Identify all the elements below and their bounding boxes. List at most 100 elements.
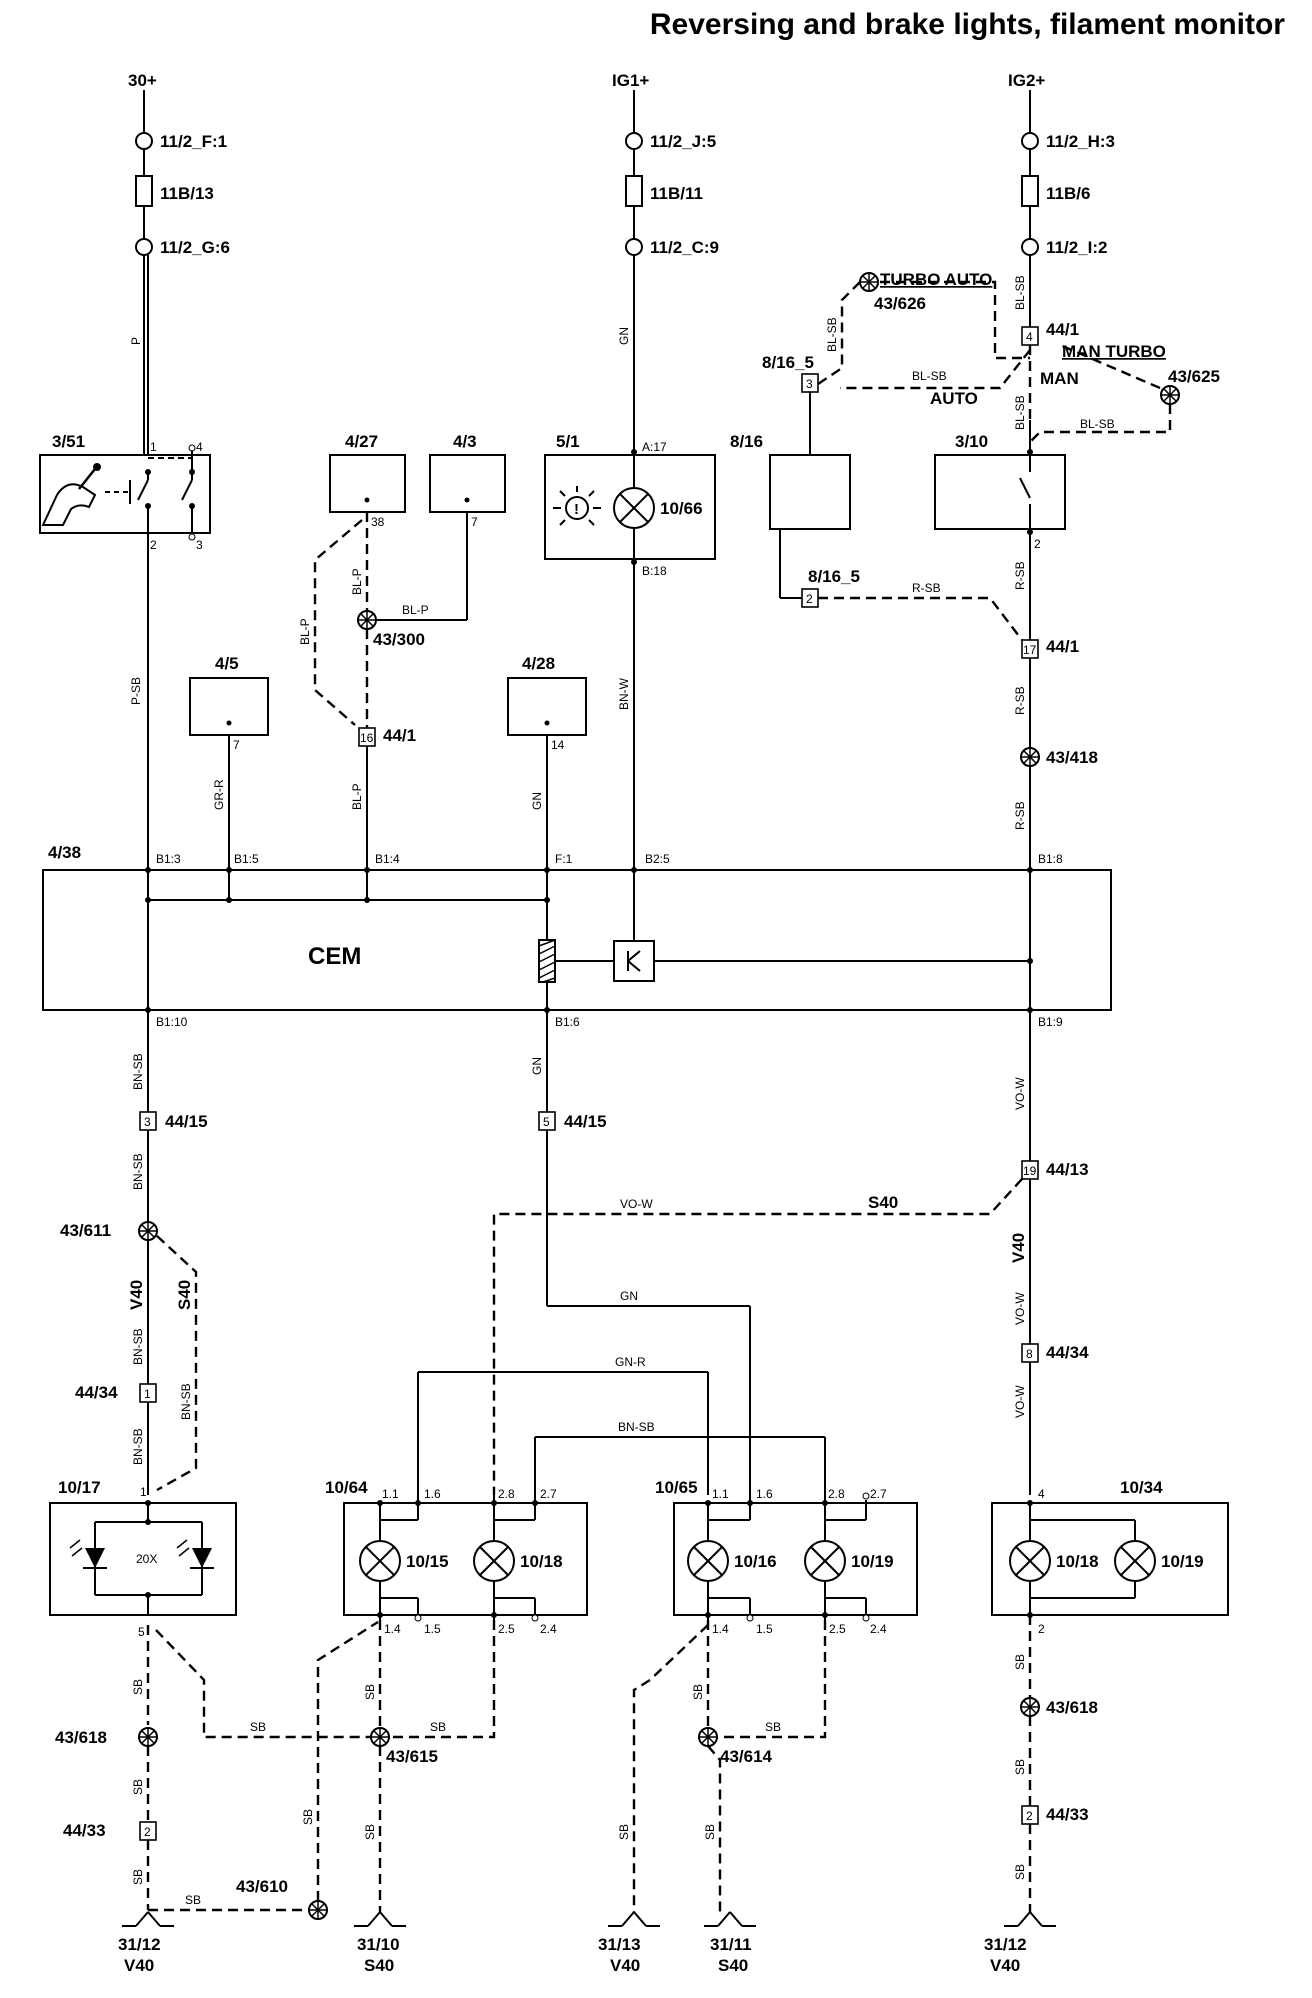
cem-label: CEM: [308, 943, 361, 970]
pin-2: 2: [150, 538, 157, 552]
lamp-10-66-label: 10/66: [660, 499, 703, 518]
led-count-label: 20X: [136, 1552, 157, 1566]
pin-b1-5: B1:5: [234, 852, 259, 866]
wire-bl-sb: BL-SB: [912, 369, 947, 383]
pin-1-4: 1.4: [384, 1622, 401, 1636]
box-num: 19: [1023, 1164, 1037, 1178]
diagram-title: Reversing and brake lights, filament mon…: [650, 8, 1285, 41]
svg-text:!: !: [574, 501, 579, 518]
wire-bn-sb: BN-SB: [131, 1153, 145, 1190]
cem-id-label: 4/38: [48, 843, 81, 862]
box-44-1-label: 44/1: [1046, 637, 1079, 656]
ground-icon: [607, 1911, 661, 1927]
ground-variant: V40: [124, 1956, 154, 1975]
wire-bl-p: BL-P: [350, 783, 364, 810]
box-44-33-label: 44/33: [63, 1821, 106, 1840]
pin-4: 4: [1038, 1487, 1045, 1501]
connector-ring: [135, 132, 153, 150]
m-5-1-label: 5/1: [556, 432, 580, 451]
wire-sb: SB: [131, 1869, 145, 1885]
splice-43-610-label: 43/610: [236, 1877, 288, 1896]
pin-2: 2: [1038, 1622, 1045, 1636]
fuse-11b-6-label: 11B/6: [1046, 184, 1090, 203]
pin-7: 7: [471, 515, 478, 529]
m-4-3-label: 4/3: [453, 432, 477, 451]
pin-1-1: 1.1: [712, 1487, 729, 1501]
variant-auto: AUTO: [930, 389, 978, 408]
wire-bn-sb: BN-SB: [131, 1428, 145, 1465]
pin-1-6: 1.6: [756, 1487, 773, 1501]
wire-gn: GN: [620, 1289, 638, 1303]
wire-bn-w: BN-W: [617, 677, 631, 710]
wire-gr-r: GR-R: [212, 779, 226, 810]
m-10-65-label: 10/65: [655, 1478, 698, 1497]
box-num: 16: [360, 731, 374, 745]
splice-43-614-label: 43/614: [720, 1747, 773, 1766]
ground-31-10: 31/10: [357, 1935, 400, 1954]
pin-2: 2: [1034, 537, 1041, 551]
splice-43-418: [1020, 747, 1040, 767]
wire-gn: GN: [617, 327, 631, 345]
bulb-10-15: [359, 1540, 401, 1582]
splice-43-614: [698, 1727, 718, 1747]
pin-b1-10: B1:10: [156, 1015, 188, 1029]
splice-43-618-label: 43/618: [1046, 1698, 1098, 1717]
box-num: 2: [1026, 1809, 1033, 1823]
module-4-3: [429, 454, 506, 513]
pin-1-1: 1.1: [382, 1487, 399, 1501]
wire-r-sb: R-SB: [1013, 686, 1027, 715]
splice-43-625-label: 43/625: [1168, 367, 1220, 386]
wire-sb: SB: [1013, 1654, 1027, 1670]
wire-gn: GN: [530, 792, 544, 810]
wire-bl-sb: BL-SB: [825, 317, 839, 352]
bulb-10-66: [613, 487, 655, 529]
wire-vo-w: VO-W: [1013, 1077, 1027, 1110]
m-8-16-label: 8/16: [730, 432, 763, 451]
pin-14: 14: [551, 738, 565, 752]
box-8-16-5-label: 8/16_5: [808, 567, 860, 586]
pin-1-6: 1.6: [424, 1487, 441, 1501]
ground-variant: S40: [364, 1956, 394, 1975]
bulb-10-16: [687, 1540, 729, 1582]
pin-2-7: 2.7: [540, 1487, 557, 1501]
pin-1: 1: [150, 440, 157, 454]
ground-icon: [353, 1911, 407, 1927]
lamp-10-18-label: 10/18: [1056, 1552, 1099, 1571]
pin-1-4: 1.4: [712, 1622, 729, 1636]
lamp-10-15-label: 10/15: [406, 1552, 449, 1571]
cem-module: [42, 869, 1112, 1011]
wire-r-sb: R-SB: [1013, 561, 1027, 590]
wire-p-sb: P-SB: [129, 677, 143, 705]
ground-icon: [1003, 1911, 1057, 1927]
lamp-10-18-label: 10/18: [520, 1552, 563, 1571]
pin-5: 5: [138, 1625, 145, 1639]
m-10-64-label: 10/64: [325, 1478, 368, 1497]
ground-31-13: 31/13: [598, 1935, 641, 1954]
wire-sb: SB: [430, 1720, 446, 1734]
pin-b1-6: B1:6: [555, 1015, 580, 1029]
lamp-10-19-label: 10/19: [1161, 1552, 1204, 1571]
m-10-17-label: 10/17: [58, 1478, 101, 1497]
m-10-34-label: 10/34: [1120, 1478, 1163, 1497]
box-num: 2: [806, 592, 813, 606]
pin-f1: F:1: [555, 852, 573, 866]
box-num: 8: [1026, 1347, 1033, 1361]
conn-11-2-j5: 11/2_J:5: [650, 132, 716, 151]
pin-b1-8: B1:8: [1038, 852, 1063, 866]
wire-sb: SB: [691, 1684, 705, 1700]
bulb-10-18: [1009, 1540, 1051, 1582]
splice-43-300-label: 43/300: [373, 630, 425, 649]
wire-sb: SB: [363, 1824, 377, 1840]
pin-b18: B:18: [642, 564, 667, 578]
pin-2-5: 2.5: [498, 1622, 515, 1636]
wire-bn-sb: BN-SB: [131, 1053, 145, 1090]
splice-43-618: [138, 1727, 158, 1747]
box-num: 17: [1023, 643, 1037, 657]
pin-3: 3: [196, 538, 203, 552]
wire-bl-sb: BL-SB: [1013, 395, 1027, 430]
pin-b1-4: B1:4: [375, 852, 400, 866]
box-num: 3: [144, 1115, 151, 1129]
box-44-1-label: 44/1: [383, 726, 416, 745]
box-num: 3: [806, 377, 813, 391]
